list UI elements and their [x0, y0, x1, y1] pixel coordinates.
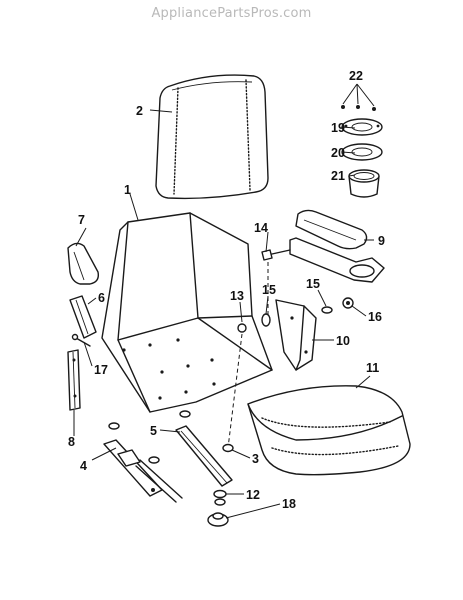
callout-7: 7 [78, 213, 85, 227]
part-5-slide-rail[interactable] [175, 425, 233, 487]
callout-19: 19 [331, 121, 345, 135]
part-21-cup-holder-insert[interactable] [348, 169, 380, 198]
callout-13: 13 [230, 289, 244, 303]
leader-lines [73, 109, 374, 519]
callout-2: 2 [136, 104, 143, 118]
rail-nut-left-5 [179, 410, 191, 418]
part-10-mounting-bracket[interactable] [275, 299, 317, 371]
part-14-bolt[interactable] [261, 249, 291, 318]
callout-16: 16 [368, 310, 382, 324]
part-6-armrest-bracket[interactable] [69, 295, 97, 339]
part-13-nut[interactable] [227, 323, 247, 449]
part-18-knob[interactable] [207, 512, 229, 527]
part-2-backrest-cushion[interactable] [155, 74, 269, 200]
part-7-armrest-pad[interactable] [67, 242, 100, 285]
callout-4: 4 [80, 459, 87, 473]
part-1-seat-shell[interactable] [101, 212, 273, 413]
callout-1: 1 [124, 183, 131, 197]
part-17-screw[interactable] [71, 333, 91, 347]
callout-12: 12 [246, 488, 260, 502]
part-12-washers[interactable] [213, 489, 227, 506]
part-22-screws[interactable] [341, 83, 376, 111]
callout-10: 10 [336, 334, 350, 348]
callout-21: 21 [331, 169, 345, 183]
callout-17: 17 [94, 363, 108, 377]
callout-14: 14 [254, 221, 268, 235]
part-15-washer-upper[interactable] [321, 306, 333, 314]
callout-8: 8 [68, 435, 75, 449]
callout-6: 6 [98, 291, 105, 305]
callout-3: 3 [252, 452, 259, 466]
callout-9: 9 [378, 234, 385, 248]
callout-15b: 15 [306, 277, 320, 291]
part-9-right-armrest[interactable] [289, 209, 385, 283]
callout-5: 5 [150, 424, 157, 438]
callout-15a: 15 [262, 283, 276, 297]
part-11-seat-cushion[interactable] [247, 385, 411, 476]
part-8-armrest-post[interactable] [67, 349, 81, 411]
part-19-cup-holder-ring[interactable] [341, 118, 383, 136]
callout-20: 20 [331, 146, 345, 160]
part-4-slide-rail-assembly[interactable] [103, 422, 183, 503]
callout-11: 11 [366, 361, 379, 375]
callout-labels: 1 2 3 4 5 6 7 8 9 10 11 12 13 14 15 15 1… [68, 69, 385, 511]
callout-22: 22 [349, 69, 363, 83]
watermark: AppliancePartsPros.com [151, 6, 312, 21]
part-15-washer-lower[interactable] [261, 313, 271, 327]
part-3-nut[interactable] [222, 443, 234, 453]
callout-18: 18 [282, 497, 296, 511]
part-16-nut[interactable] [342, 297, 354, 309]
